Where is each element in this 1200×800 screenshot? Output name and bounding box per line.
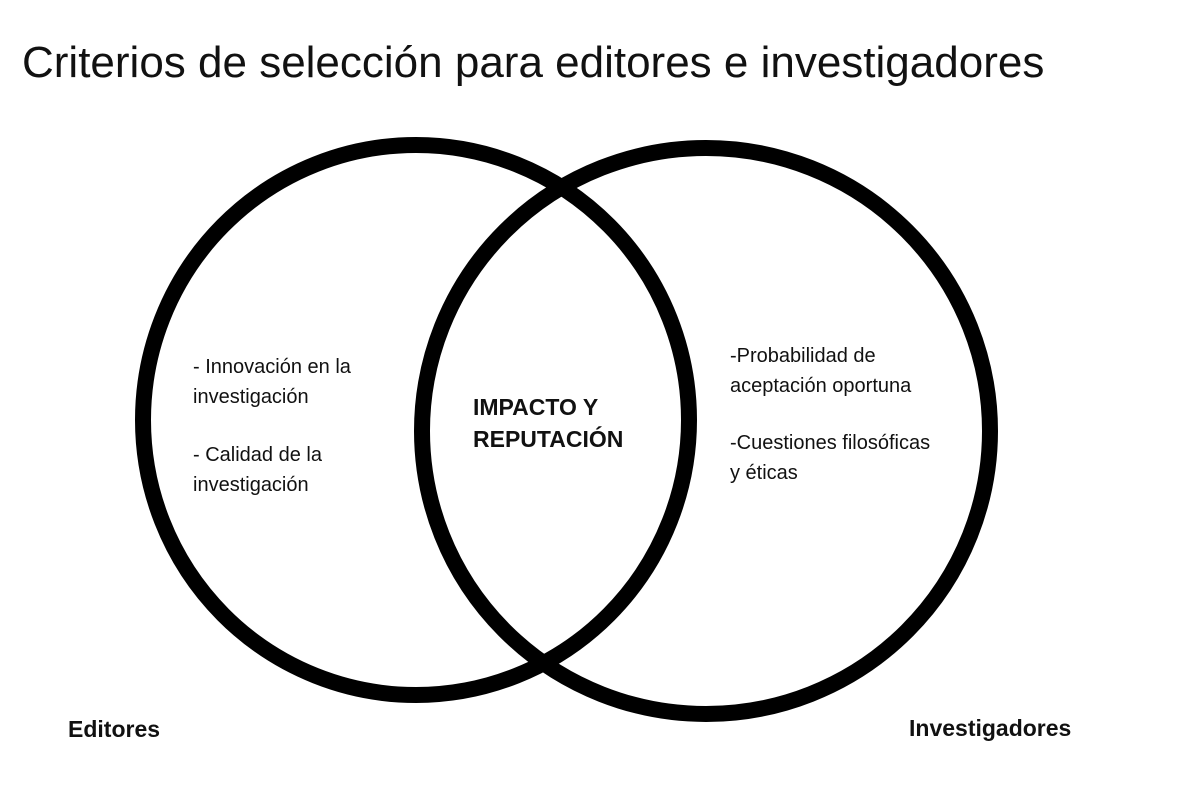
left-item-1: - Innovación en la investigación: [193, 352, 351, 412]
intersection-line2: REPUTACIÓN: [473, 426, 624, 452]
right-item-2-line1: -Cuestiones filosóficas: [730, 432, 931, 454]
editores-circle: [135, 137, 697, 703]
right-item-2: -Cuestiones filosóficas y éticas: [730, 428, 930, 488]
investigadores-label: Investigadores: [909, 715, 1072, 741]
left-item-2-line2: investigación: [193, 474, 309, 496]
right-item-1: -Probabilidad de aceptación oportuna: [730, 341, 911, 401]
diagram-title: Criterios de selección para editores e i…: [22, 38, 1045, 87]
intersection-text: IMPACTO Y REPUTACIÓN: [473, 391, 623, 455]
right-item-2-line2: y éticas: [730, 462, 798, 484]
editores-label: Editores: [68, 716, 161, 742]
left-item-1-line1: - Innovación en la: [193, 356, 351, 378]
left-item-2-line1: - Calidad de la: [193, 444, 322, 466]
right-item-1-line1: -Probabilidad de: [730, 345, 876, 367]
right-item-1-line2: aceptación oportuna: [730, 375, 912, 397]
investigadores-circle: [414, 140, 998, 722]
intersection-line1: IMPACTO Y: [473, 394, 599, 420]
left-item-1-line2: investigación: [193, 386, 309, 408]
left-item-2: - Calidad de la investigación: [193, 440, 322, 500]
